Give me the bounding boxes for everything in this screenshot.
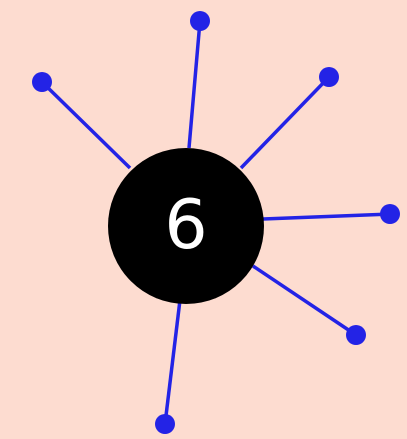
pin-line [252,264,357,337]
pin-line [40,80,132,170]
core-circle [108,148,264,304]
pin-head [346,325,366,345]
pin-head [155,414,175,434]
pins-group [32,11,400,434]
pin-head [380,204,400,224]
pin [262,204,400,224]
pin-head [319,67,339,87]
pin [32,72,132,170]
pin-line [262,212,391,221]
pin [155,299,182,434]
pin-head [190,11,210,31]
pin [252,264,366,345]
pin-line [239,75,331,170]
pin-head [32,72,52,92]
pin [239,67,339,170]
pin-line [163,299,182,425]
pin-line [187,20,202,149]
pin [187,11,210,149]
